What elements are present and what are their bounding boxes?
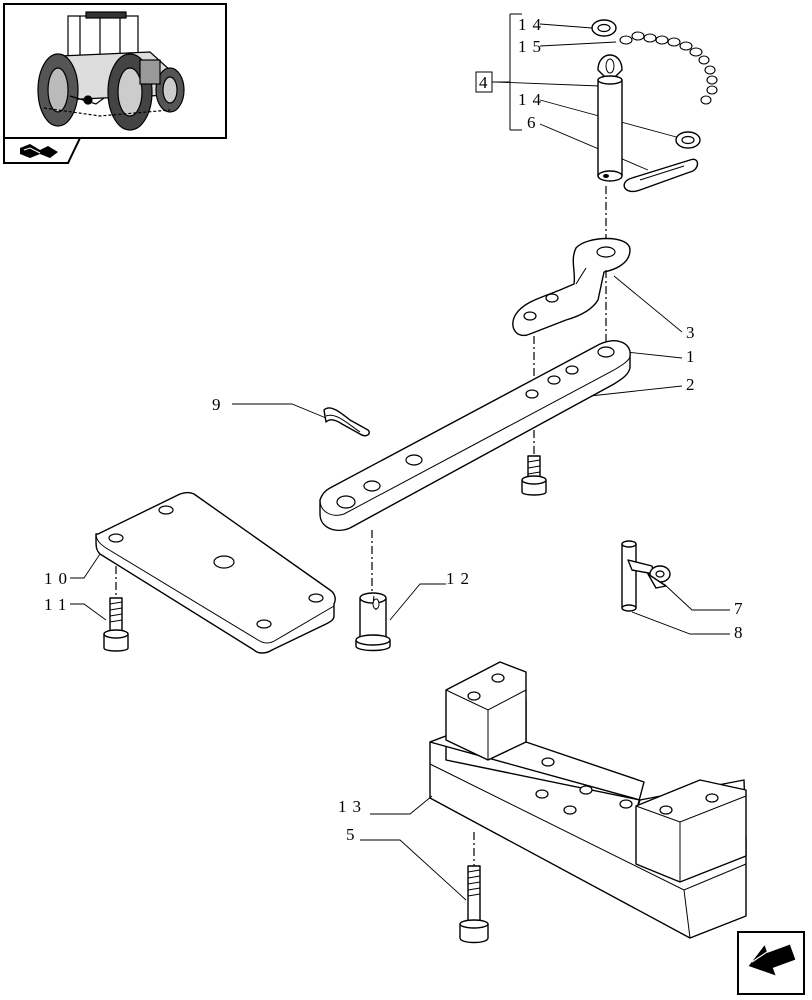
callout-12: 12 — [446, 569, 475, 588]
callout-14-lower: 14 — [518, 90, 547, 109]
callout-9: 9 — [212, 395, 227, 414]
book-arrow-icon[interactable] — [20, 144, 58, 158]
plate-10 — [95, 491, 336, 654]
callout-6: 6 — [527, 113, 542, 132]
clip-7 — [627, 559, 671, 589]
thumbnail-panel[interactable] — [3, 3, 227, 164]
callout-5: 5 — [346, 825, 361, 844]
callout-11: 11 — [44, 595, 72, 614]
callout-1: 1 — [686, 347, 701, 366]
callout-15: 15 — [518, 37, 547, 56]
bolt-under-drawbar — [521, 455, 547, 496]
arrow-next-icon[interactable] — [737, 931, 805, 995]
callout-13: 13 — [338, 797, 367, 816]
bolt-5 — [459, 865, 489, 944]
callout-7: 7 — [734, 599, 749, 618]
pin-4 — [597, 54, 623, 182]
pin-8 — [621, 540, 637, 612]
group-bracket: 4 — [475, 13, 522, 131]
callout-2: 2 — [686, 375, 701, 394]
r-clip-9 — [323, 407, 370, 437]
callout-3: 3 — [686, 323, 701, 342]
washer-14-lower — [675, 131, 701, 149]
drawbar-1 — [319, 340, 631, 532]
group-label-4: 4 — [479, 73, 488, 92]
chain-15 — [619, 31, 718, 105]
callout-14-top: 14 — [518, 15, 547, 34]
bracket-13 — [429, 661, 747, 939]
pin-12 — [355, 592, 391, 652]
lynch-pin-6 — [623, 158, 699, 193]
callout-8: 8 — [734, 623, 749, 642]
link-3 — [512, 237, 631, 337]
callout-10: 10 — [44, 569, 73, 588]
bolt-11 — [103, 597, 129, 652]
washer-14-top — [591, 19, 617, 37]
tractor-thumbnail-image — [37, 11, 185, 131]
